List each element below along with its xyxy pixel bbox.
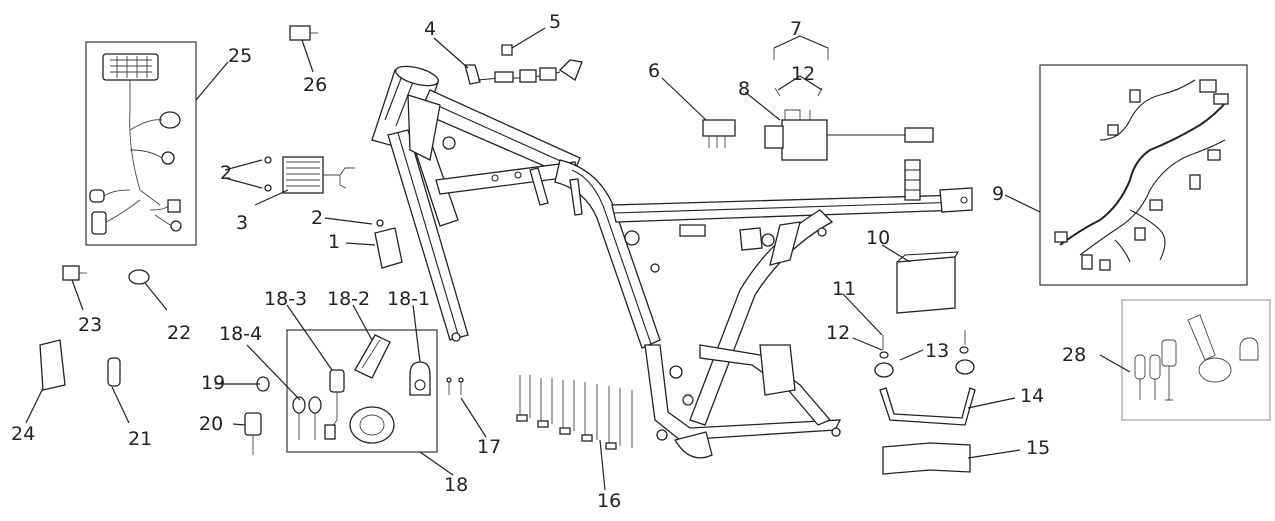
part-20-switch [244, 412, 262, 455]
callout-2-cdi-bolt: 2 [311, 207, 324, 229]
callout-1: 1 [328, 231, 341, 253]
callout-26: 26 [303, 74, 328, 96]
callout-5: 5 [549, 11, 562, 33]
callout-11: 11 [832, 278, 857, 300]
part-8-ignition-coil [764, 48, 934, 161]
callout-17: 17 [477, 436, 502, 458]
callout-18: 18 [444, 474, 469, 496]
callout-20: 20 [199, 413, 224, 435]
callout-3: 3 [236, 212, 249, 234]
part-3-regulator [264, 156, 355, 194]
motorcycle-frame [371, 65, 973, 459]
callout-19: 19 [201, 372, 226, 394]
part-6-relay [702, 119, 736, 148]
part-13-rubber-mount [874, 330, 975, 378]
part-1-cdi-unit [374, 219, 403, 269]
part-15-rubber-strap [882, 442, 971, 475]
callout-18-4: 18-4 [219, 323, 263, 345]
callout-28: 28 [1062, 344, 1087, 366]
callout-15: 15 [1026, 437, 1051, 459]
callout-25: 25 [228, 45, 253, 67]
callout-12-coil-bolts: 12 [791, 63, 816, 85]
part-10-battery [896, 251, 960, 314]
callout-23: 23 [78, 314, 103, 336]
callout-18-3: 18-3 [264, 288, 308, 310]
callout-6: 6 [648, 60, 661, 82]
part-24-grip [39, 339, 66, 391]
callout-21: 21 [128, 428, 153, 450]
part-9-wiring-harness [1039, 64, 1248, 286]
callout-10: 10 [866, 227, 891, 249]
callout-9: 9 [992, 183, 1005, 205]
callout-24: 24 [11, 423, 36, 445]
part-16-cable-ties [516, 375, 633, 450]
callout-4: 4 [424, 18, 437, 40]
part-17-screws [446, 377, 464, 395]
part-25-group [85, 41, 197, 246]
part-26-connector [289, 25, 318, 41]
callout-22: 22 [167, 322, 192, 344]
callout-14: 14 [1020, 385, 1045, 407]
part-4-plug-wire [464, 44, 583, 85]
part-18-ignition-set [286, 329, 438, 453]
callout-7: 7 [790, 18, 803, 40]
part-28-lock-set [1121, 299, 1271, 421]
callout-12-battery-washer: 12 [826, 322, 851, 344]
callout-8: 8 [738, 78, 751, 100]
part-22-rubber [128, 269, 150, 285]
callout-2-regulator-bolts: 2 [220, 162, 233, 184]
part-21-bulb [107, 357, 121, 387]
callout-18-1: 18-1 [387, 288, 431, 310]
part-14-battery-bracket [879, 387, 976, 426]
callout-16: 16 [597, 490, 622, 512]
leader-lines [25, 27, 1131, 491]
callout-18-2: 18-2 [327, 288, 371, 310]
callout-13: 13 [925, 340, 950, 362]
part-23-connector [62, 265, 87, 281]
